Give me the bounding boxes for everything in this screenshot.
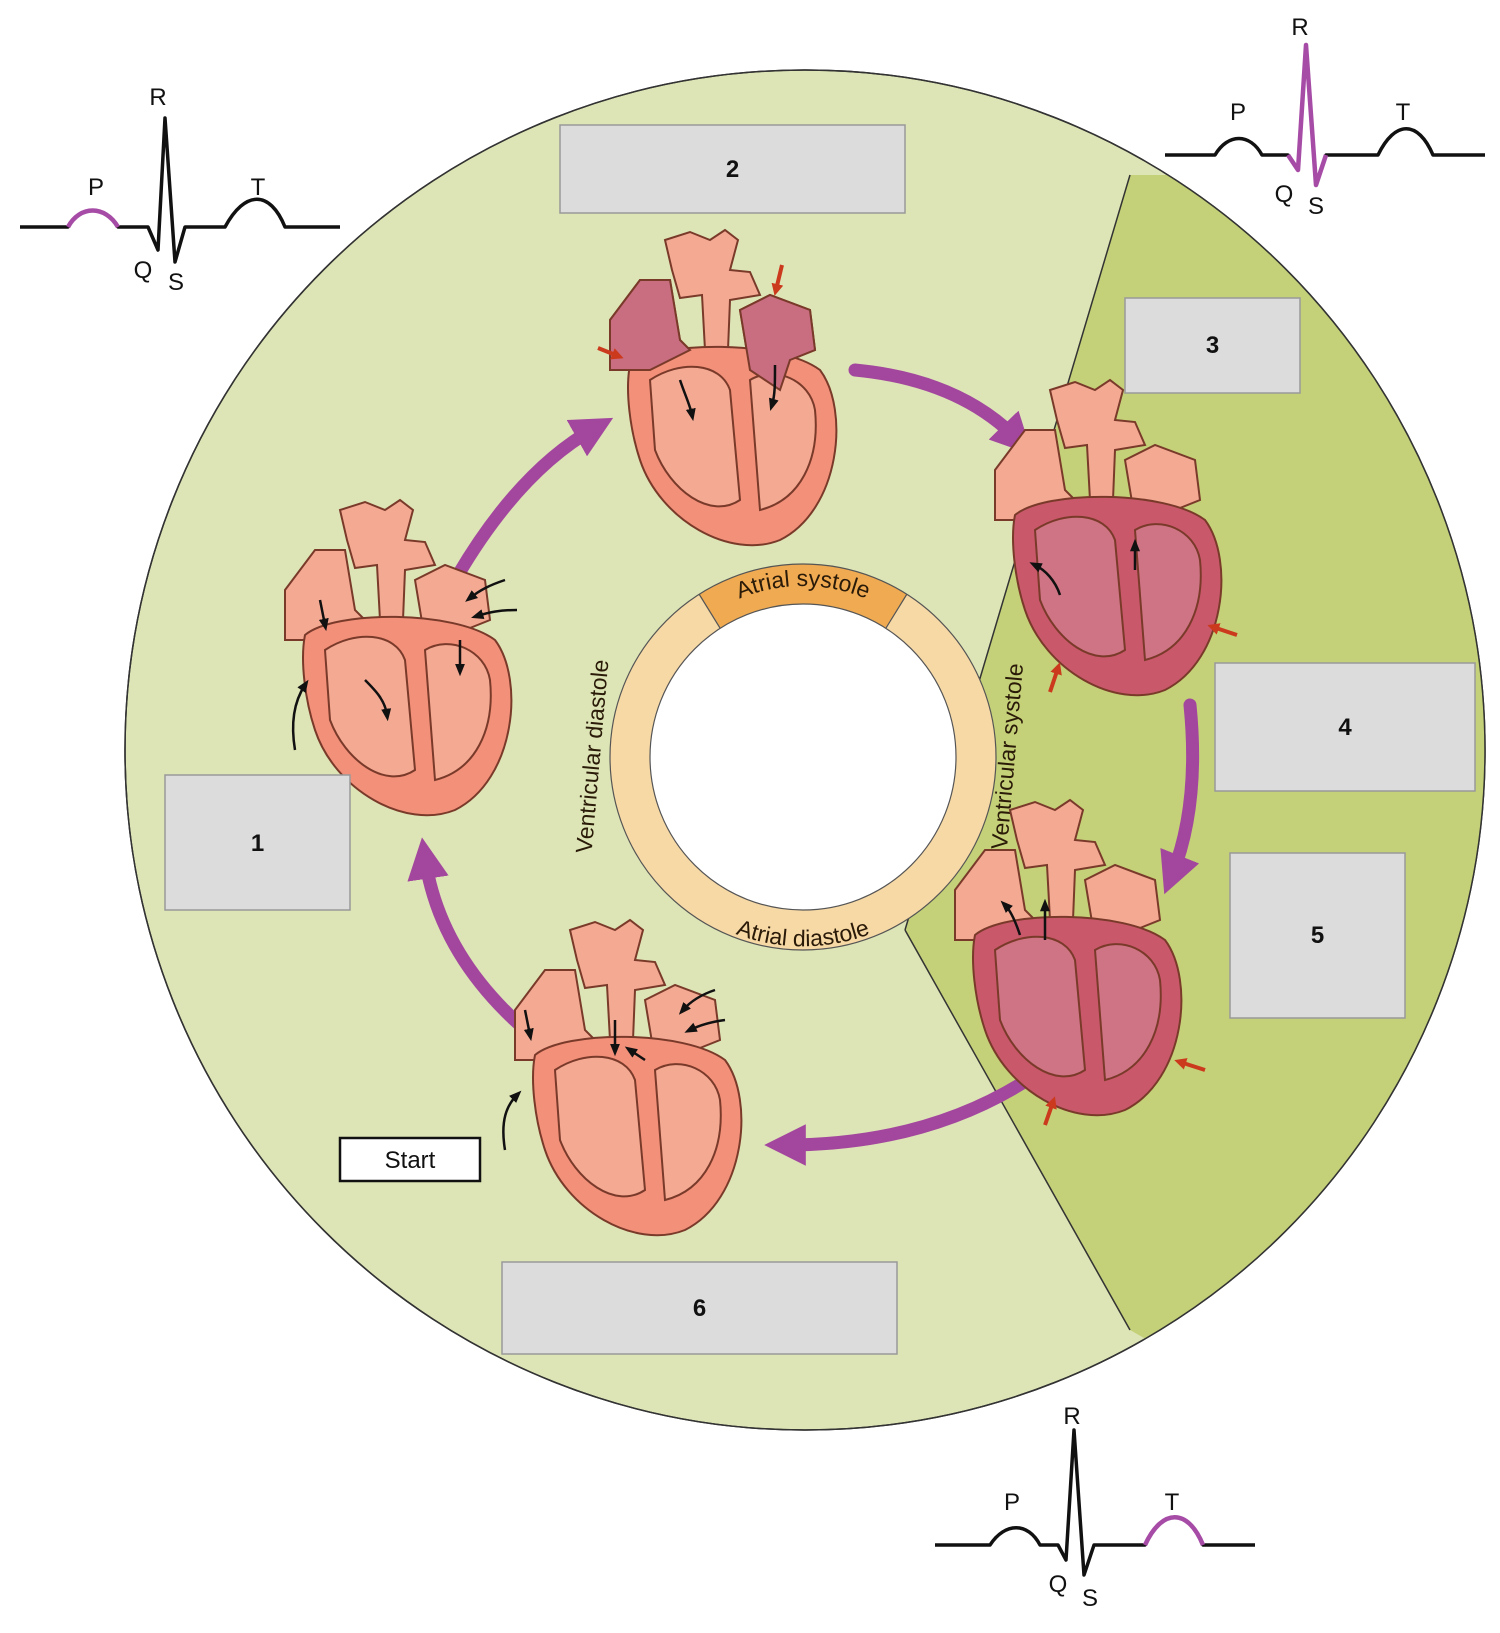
ecg-r-label: R	[149, 84, 166, 111]
heart-stage-5	[954, 799, 1206, 1126]
heart-stage-2	[597, 229, 838, 547]
ring-center	[649, 603, 957, 911]
label-box-4-text: 4	[1338, 714, 1352, 741]
start-box: Start	[338, 1136, 482, 1183]
ecg-t-label: T	[1165, 1489, 1180, 1516]
label-box-1[interactable]: 1	[164, 774, 351, 911]
atrial-systole-arc	[699, 563, 907, 629]
ecg-p-wave-highlight	[66, 208, 120, 229]
label-box-3-text: 3	[1206, 332, 1219, 359]
heart-stage-6	[502, 919, 743, 1237]
ecg-q-label: Q	[134, 257, 153, 284]
ecg-q-label: Q	[1049, 1571, 1068, 1598]
ecg-p-label: P	[1004, 1489, 1020, 1516]
label-box-3[interactable]: 3	[1124, 297, 1301, 394]
label-box-5-text: 5	[1311, 922, 1324, 949]
ecg-s-label: S	[168, 269, 184, 296]
cycle-arrow-5-6	[764, 1068, 1042, 1166]
heart-stage-3	[994, 379, 1238, 697]
label-box-2-text: 2	[726, 156, 739, 183]
ecg-t-label: T	[251, 174, 266, 201]
ecg-qrs-highlight	[1286, 42, 1329, 188]
sector-divider-lower	[904, 929, 1131, 1331]
label-box-4[interactable]: 4	[1214, 662, 1476, 792]
label-box-2[interactable]: 2	[559, 124, 906, 214]
cycle-arrow-3-5	[1160, 698, 1200, 895]
ecg-r-label: R	[1291, 14, 1308, 41]
label-box-6-text: 6	[693, 1295, 706, 1322]
cycle-arrow-1-2	[451, 417, 614, 582]
ecg-q-label: Q	[1275, 181, 1294, 208]
phase-ring: Atrial systole Atrial diastole	[609, 563, 997, 951]
ecg-t-wave-highlight	[1142, 1515, 1206, 1546]
ecg-s-label: S	[1082, 1585, 1098, 1612]
ecg-p-label: P	[1230, 99, 1246, 126]
cycle-arrow-2-3	[848, 363, 1033, 455]
label-box-1-text: 1	[251, 830, 264, 857]
cycle-arrow-6-1	[407, 837, 542, 1045]
label-box-6[interactable]: 6	[501, 1261, 898, 1355]
ecg-s-label: S	[1308, 193, 1324, 220]
heart-stage-1	[284, 499, 518, 817]
ecg-trace-bottom: P R T Q S	[935, 1403, 1255, 1612]
ecg-t-label: T	[1396, 99, 1411, 126]
start-label: Start	[385, 1147, 436, 1174]
ecg-r-label: R	[1063, 1403, 1080, 1430]
ecg-p-label: P	[88, 174, 104, 201]
ecg-trace-top-right: P R T Q S	[1165, 14, 1485, 220]
ecg-trace-top-left: P R T Q S	[20, 84, 340, 296]
label-box-5[interactable]: 5	[1229, 852, 1406, 1019]
cycle-arrows	[407, 363, 1200, 1166]
